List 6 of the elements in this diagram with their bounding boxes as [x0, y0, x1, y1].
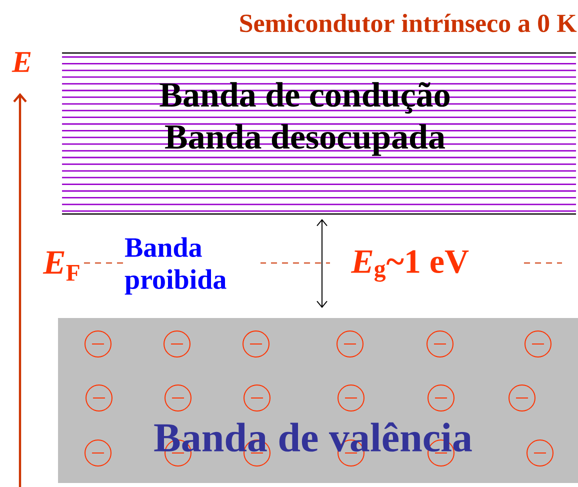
band-box: Banda de valência [58, 318, 578, 483]
fermi-level-label: E$_{F}$ [42, 250, 82, 282]
title: Semicondutor intrínseco a 0 K [240, 14, 577, 32]
gap-label: Banda proibida [124, 236, 260, 296]
axis-label: E [11, 51, 34, 73]
gap-energy-label: E$_{g}$~1 eV [350, 249, 470, 283]
